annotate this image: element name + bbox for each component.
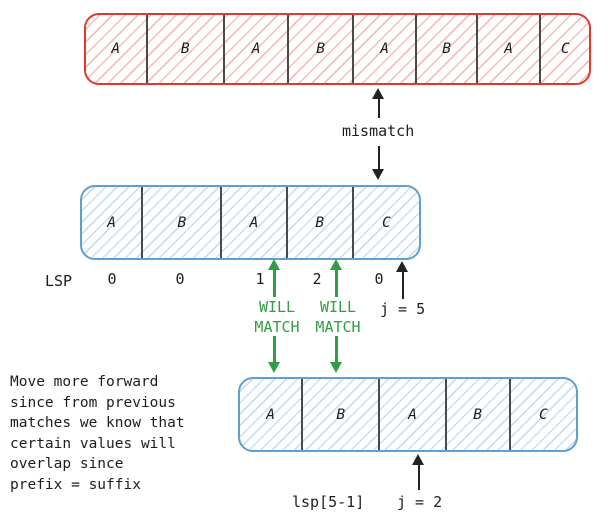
mismatch-up-arrow-icon [372, 88, 385, 118]
pattern-shifted-array-cell: A [380, 379, 447, 450]
text-array-cell: B [417, 15, 478, 83]
will-match-label-2: WILL MATCH [315, 298, 361, 336]
lsp-value: 2 [312, 270, 322, 288]
lsp-label: LSP [45, 272, 73, 290]
lsp-value: 0 [175, 270, 185, 288]
j5-label: j = 5 [380, 300, 426, 318]
text-array-cell: A [86, 15, 148, 83]
pattern-shifted-array-cell: A [240, 379, 304, 450]
j2-label: j = 2 [397, 493, 443, 511]
j2-arrow-icon [412, 454, 425, 490]
lsp-values-row: 0 0 1 2 0 [0, 270, 614, 288]
lsp-value: 0 [374, 270, 384, 288]
j5-arrow-icon [396, 261, 409, 299]
text-array-cell: B [289, 15, 354, 83]
pattern-shifted-array-cell: B [303, 379, 381, 450]
will-match-down-arrow-1-icon [268, 336, 281, 373]
will-match-label-1: WILL MATCH [254, 298, 300, 336]
text-array-cell: B [148, 15, 225, 83]
pattern-shifted-array-cell: B [447, 379, 511, 450]
will-match-up-arrow-2-icon [330, 259, 343, 297]
pattern-array-cell: B [288, 187, 354, 258]
text-array-cell: C [560, 41, 570, 57]
pattern-array-cell: B [143, 187, 223, 258]
lsp-index-label: lsp[5-1] [292, 493, 365, 511]
lsp-value: 0 [107, 270, 117, 288]
text-array-cell: A [354, 15, 418, 83]
pattern-shifted-array-cell: C [539, 406, 548, 423]
explanation-note: Move more forward since from previous ma… [10, 374, 185, 493]
text-array-cell: A [478, 15, 542, 83]
text-array-cell: A [225, 15, 290, 83]
pattern-array-cell: A [82, 187, 144, 258]
lsp-value: 1 [255, 270, 265, 288]
pattern-array-cell: A [222, 187, 288, 258]
mismatch-down-arrow-icon [372, 146, 385, 180]
pattern-array-cell: C [382, 214, 391, 231]
mismatch-label: mismatch [342, 122, 415, 140]
will-match-up-arrow-1-icon [268, 259, 281, 297]
will-match-down-arrow-2-icon [330, 336, 343, 373]
